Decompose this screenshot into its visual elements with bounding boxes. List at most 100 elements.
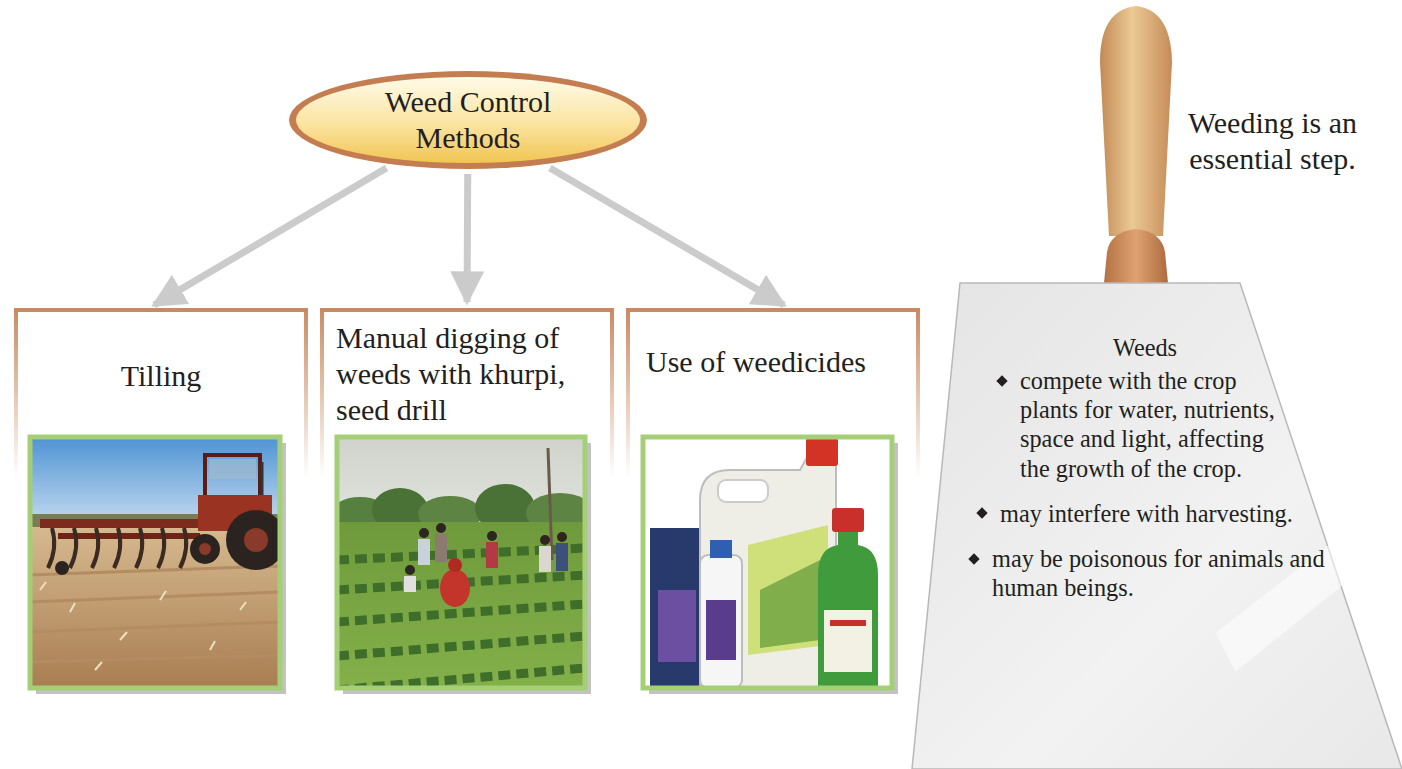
art-shape <box>650 528 705 688</box>
art-shape <box>700 555 742 688</box>
ellipse-outline <box>288 70 648 170</box>
khurpi-blade: Weeds compete with the crop plants for wa… <box>912 283 1402 769</box>
method-ellipse: Weed Control Methods <box>288 70 648 170</box>
method-arrow <box>464 174 472 302</box>
photo-content <box>337 437 585 688</box>
blade-heading: Weeds <box>1015 333 1275 362</box>
art-shape <box>418 539 430 565</box>
art-shape <box>718 480 768 502</box>
tilling-photo <box>30 437 286 694</box>
art-shape <box>58 533 200 539</box>
art-shape <box>818 528 878 688</box>
art-shape <box>337 522 585 688</box>
art-shape <box>226 510 280 570</box>
art-shape <box>40 582 246 670</box>
node-text: Tilling <box>30 358 292 394</box>
method-arrow <box>154 168 386 305</box>
art-shape <box>405 565 415 575</box>
art-shape <box>540 535 550 545</box>
node-text: Weed Control Methods <box>361 84 576 156</box>
photo-content <box>30 437 280 688</box>
box-side <box>610 308 614 478</box>
art-shape <box>706 600 736 660</box>
art-shape <box>700 452 836 688</box>
bullet-text: may be poisonous for animals and human b… <box>992 544 1342 602</box>
text-row: compete with the crop plants for water, … <box>1020 366 1275 483</box>
text-row: Weed Control Methods <box>361 84 576 156</box>
art-shape <box>244 528 268 552</box>
art-shape <box>557 532 567 542</box>
box-side <box>304 308 308 478</box>
art-shape <box>205 455 260 500</box>
method-box: Tilling <box>14 308 308 700</box>
handle-ferrule <box>1104 229 1168 283</box>
art-shape <box>209 459 256 479</box>
photo-frame <box>337 437 585 688</box>
label-box: Weeding is an essential step. <box>1185 105 1360 177</box>
art-shape <box>486 542 498 568</box>
text-row: Use of weedicides <box>646 344 914 380</box>
art-shape <box>435 534 447 562</box>
art-shape <box>436 523 446 533</box>
art-shape <box>261 462 264 495</box>
art-shape <box>539 546 551 572</box>
art-shape <box>830 620 866 626</box>
bullet-diamond <box>996 375 1007 386</box>
bullet-diamond <box>976 508 987 519</box>
text-row: Tilling <box>30 358 292 394</box>
blade-shine <box>1216 526 1368 672</box>
node-text: Manual digging of weeds with khurpi, see… <box>336 320 606 428</box>
method-arrow <box>550 168 784 305</box>
text-row: Manual digging of weeds with khurpi, see… <box>336 320 606 428</box>
weedicide-photo <box>643 437 898 694</box>
blade-shape <box>912 283 1402 769</box>
node-text: Use of weedicides <box>646 344 914 380</box>
text-row: may be poisonous for animals and human b… <box>992 544 1342 602</box>
art-shape <box>190 534 220 564</box>
art-shape <box>199 543 211 555</box>
art-shape <box>760 560 820 648</box>
method-box: Use of weedicides <box>626 308 920 700</box>
art-shape <box>30 566 280 662</box>
box-side <box>320 308 324 478</box>
art-shape <box>556 543 568 571</box>
photo-frame <box>643 437 892 688</box>
art-shape <box>440 569 470 607</box>
weeding-photo <box>330 437 594 694</box>
blade-outline <box>912 283 1402 769</box>
art-shape <box>419 528 429 538</box>
art-shape <box>824 610 872 672</box>
art-shape <box>806 438 838 466</box>
art-shape <box>448 558 462 572</box>
art-shape <box>40 519 208 528</box>
handle-wood <box>1100 6 1172 236</box>
photo-frame <box>30 437 280 688</box>
art-shape <box>658 590 696 662</box>
photo-content <box>643 437 892 688</box>
box-side <box>916 308 920 478</box>
khurpi-handle <box>1100 6 1172 283</box>
bullet-text: may interfere with harvesting. <box>1000 499 1322 528</box>
art-shape <box>710 540 732 558</box>
bullet-text: compete with the crop plants for water, … <box>1020 366 1275 483</box>
ellipse-rim <box>289 71 647 169</box>
text-row: may interfere with harvesting. <box>1000 499 1322 528</box>
art-shape <box>404 576 416 592</box>
art-shape <box>48 528 186 568</box>
note-text: Weeding is an essential step. <box>1185 105 1360 177</box>
text-row: Weeds <box>1015 333 1275 362</box>
method-box: Manual digging of weeds with khurpi, see… <box>320 308 614 700</box>
bullet-diamond <box>968 553 979 564</box>
box-side <box>626 308 630 478</box>
art-shape <box>405 523 567 575</box>
art-shape <box>487 531 497 541</box>
art-shape <box>748 525 828 655</box>
ellipse-fill <box>296 77 640 163</box>
art-shape <box>55 561 69 575</box>
art-shape <box>832 508 864 532</box>
